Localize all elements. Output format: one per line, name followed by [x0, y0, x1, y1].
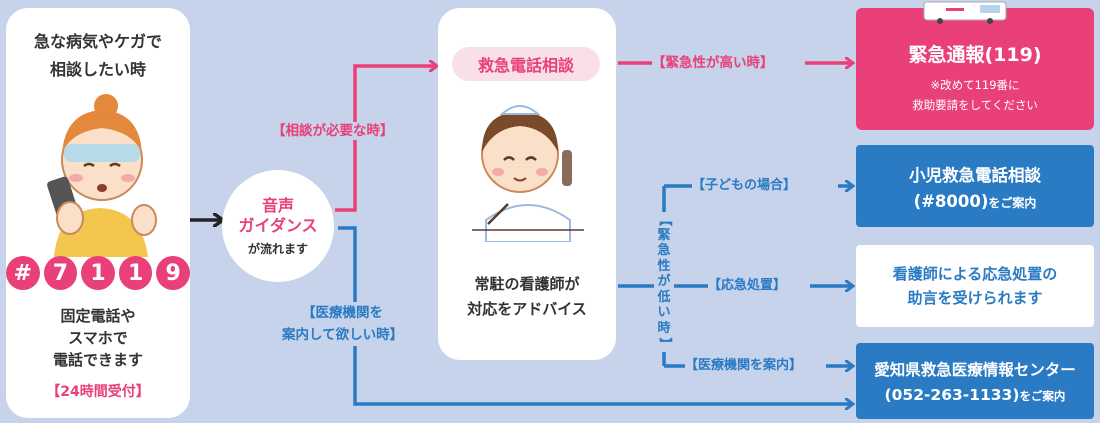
child-title: 小児救急電話相談 — [909, 165, 1041, 185]
hospital-number: (052-263-1133) — [884, 386, 1020, 404]
emergency-sub-2: 救助要請をしてください — [912, 97, 1038, 112]
child-box: 小児救急電話相談 (#8000)をご案内 — [856, 145, 1094, 227]
nurse-illustration — [472, 105, 584, 242]
consult-badge: 救急電話相談 — [452, 47, 600, 81]
emergency-box: 緊急通報(119) ※改めて119番に 救助要請をしてください — [856, 8, 1094, 130]
label-consult: 【相談が必要な時】 — [272, 122, 394, 140]
label-child: 【子どもの場合】 — [692, 177, 797, 195]
child-number: (#8000) — [913, 191, 989, 211]
label-urgent-high: 【緊急性が高い時】 — [652, 54, 774, 72]
ambulance-icon — [923, 1, 1007, 24]
hospital-suffix: をご案内 — [1019, 389, 1066, 403]
caller-top-text: 急な病気やケガで 相談したい時 — [33, 32, 162, 79]
voice-title-2: ガイダンス — [238, 215, 318, 235]
number-char: 1 — [118, 256, 153, 290]
label-first-aid: 【応急処置】 — [708, 277, 787, 295]
first-aid-line-1: 看護師による応急処置の — [892, 265, 1058, 283]
number-char: # — [6, 256, 40, 290]
caller-illustration — [47, 94, 157, 257]
label-urgent-low: 【 緊 急 性 が 低 い 時 】 — [654, 212, 674, 352]
label-hospital: 【医療機関を案内】 — [685, 357, 803, 375]
caller-bottom-text: 固定電話や スマホで 電話できます — [52, 307, 143, 369]
hours-label: 【24時間受付】 — [46, 384, 150, 400]
hospital-title: 愛知県救急医療情報センター — [874, 361, 1076, 379]
voice-title-1: 音声 — [261, 195, 294, 215]
emergency-sub-1: ※改めて119番に — [930, 77, 1020, 92]
emergency-title: 緊急通報(119) — [908, 43, 1042, 66]
hospital-box: 愛知県救急医療情報センター (052-263-1133)をご案内 — [856, 343, 1094, 419]
first-aid-line-2: 助言を受けられます — [907, 289, 1043, 307]
number-7119: # 7 1 1 9 — [6, 256, 190, 294]
label-medical: 【医療機関を 案内して欲しい時】 — [282, 302, 404, 346]
number-char: 9 — [156, 256, 190, 290]
child-suffix: をご案内 — [988, 195, 1037, 210]
voice-sub: が流れます — [247, 241, 308, 256]
voice-guidance-circle: 音声 ガイダンス が流れます — [222, 170, 334, 282]
first-aid-box: 看護師による応急処置の 助言を受けられます — [856, 245, 1094, 327]
number-char: 1 — [81, 256, 115, 290]
consult-desc: 常駐の看護師が 対応をアドバイス — [467, 275, 587, 318]
number-char: 7 — [43, 256, 78, 290]
